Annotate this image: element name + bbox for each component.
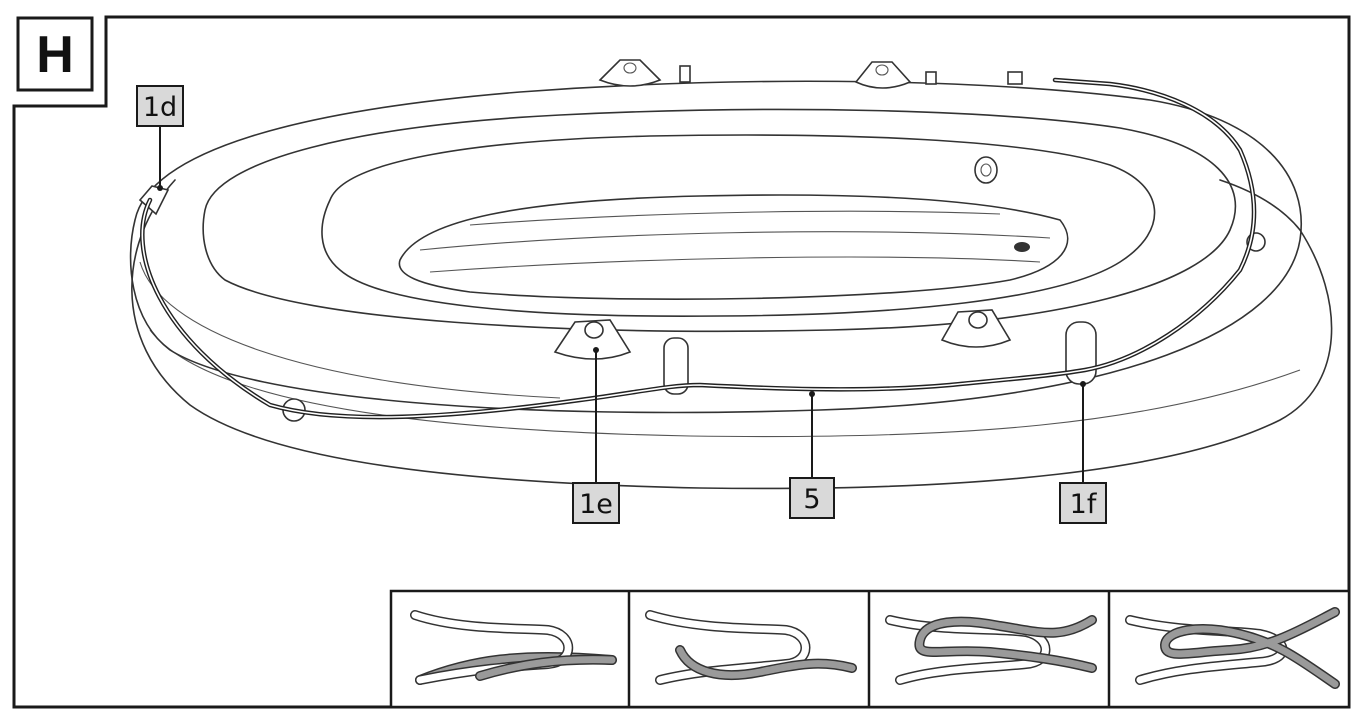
top-peg-icon-2 (925, 71, 937, 85)
knot-steps-panel (389, 589, 1351, 709)
valve-icon (974, 156, 998, 184)
callout-1e: 1e (572, 347, 620, 524)
callout-1e-label: 1e (579, 489, 613, 520)
figure-frame (12, 15, 1351, 709)
knot-step-4-icon (1125, 607, 1340, 689)
grab-rope (140, 77, 1257, 420)
callout-5-label: 5 (803, 484, 820, 515)
callout-1d: 1d (136, 85, 184, 191)
callout-5: 5 (789, 391, 835, 519)
rope-loop-1f-icon (1065, 321, 1097, 385)
boat-illustration (129, 59, 1333, 490)
top-peg-icon (679, 65, 691, 83)
callout-1d-label: 1d (143, 92, 177, 123)
rope-loop-1d-icon (138, 185, 170, 216)
drain-valve-icon (1014, 242, 1030, 252)
oarlock-right-icon (940, 309, 1012, 348)
callout-1f-label: 1f (1070, 489, 1098, 520)
knot-step-1-icon (410, 610, 617, 685)
oarlock-left-icon (553, 319, 632, 360)
rope-loop-icon (663, 337, 689, 395)
step-letter: H (36, 26, 74, 84)
knot-step-2-icon (645, 610, 857, 685)
knot-step-3-icon (885, 615, 1097, 685)
top-handle-right-icon (854, 61, 912, 89)
step-letter-box: H (16, 16, 94, 92)
top-handle-left-icon (598, 59, 662, 87)
top-valve-icon (1007, 71, 1023, 85)
callout-1f: 1f (1059, 381, 1107, 524)
